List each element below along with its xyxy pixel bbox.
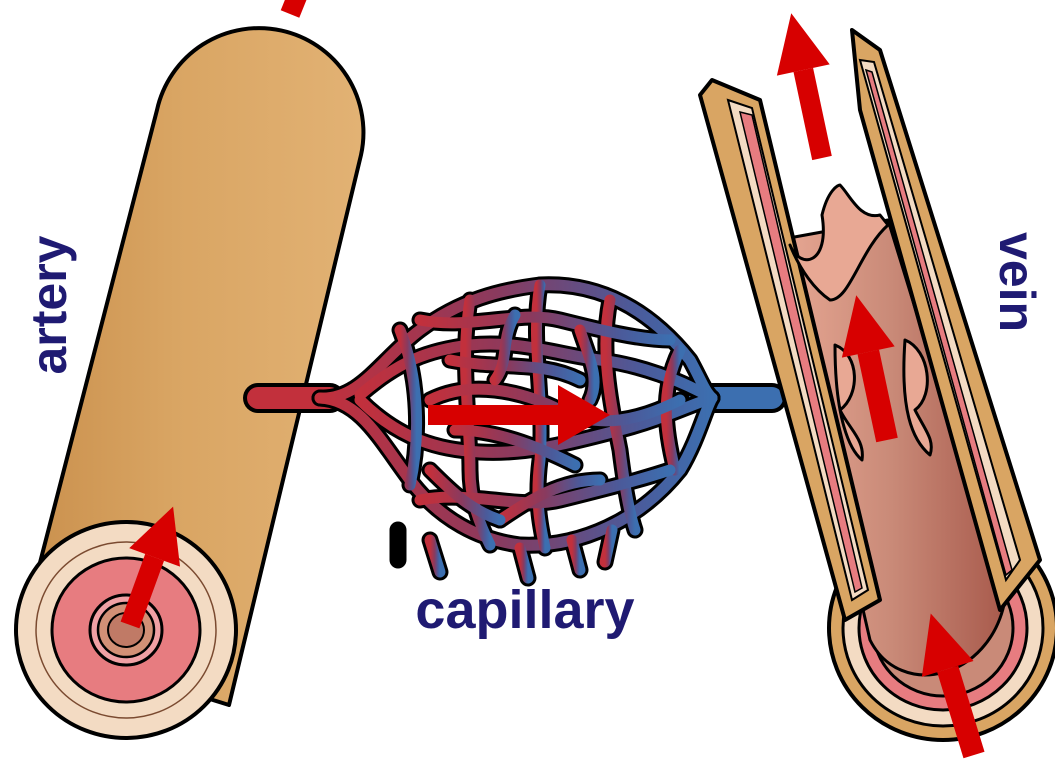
- artery-cross-section: [16, 522, 236, 738]
- vein-label: vein: [989, 232, 1045, 332]
- flow-arrow-icon: [765, 8, 849, 164]
- artery-label: artery: [21, 235, 77, 374]
- flow-arrow-icon: [265, 0, 365, 24]
- capillary-bed: [258, 285, 772, 578]
- capillary-label: capillary: [415, 580, 634, 640]
